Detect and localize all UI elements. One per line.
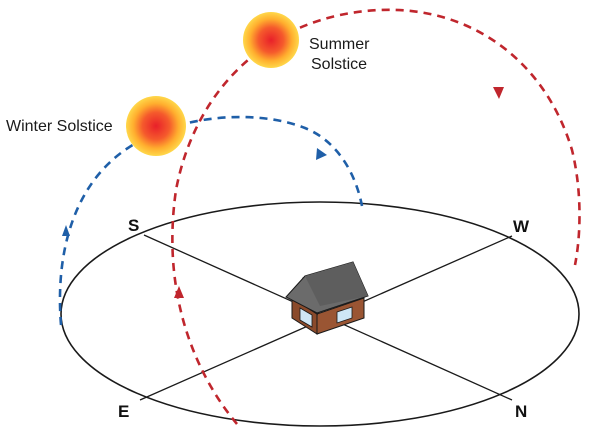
winter-solstice-path <box>58 115 364 326</box>
winter-path-arrow-up <box>62 225 70 236</box>
house-window-right <box>336 306 353 324</box>
summer-solstice-label-line1: Summer <box>309 36 370 53</box>
winter-solstice-label: Winter Solstice <box>6 118 113 135</box>
summer-path-arrow-down <box>493 87 504 99</box>
direction-north-label: N <box>515 402 527 421</box>
house-window-left <box>299 307 313 328</box>
summer-sun-icon <box>243 12 299 68</box>
direction-west-label: W <box>513 217 530 236</box>
winter-sun-icon <box>126 96 186 156</box>
house-icon <box>285 261 369 335</box>
direction-east-label: E <box>118 402 129 421</box>
winter-path-arrow-right <box>316 148 327 160</box>
horizon-ellipse <box>60 201 580 427</box>
summer-solstice-label-line2: Solstice <box>311 56 367 73</box>
direction-south-label: S <box>128 216 139 235</box>
summer-path-arrow-up <box>174 286 184 298</box>
